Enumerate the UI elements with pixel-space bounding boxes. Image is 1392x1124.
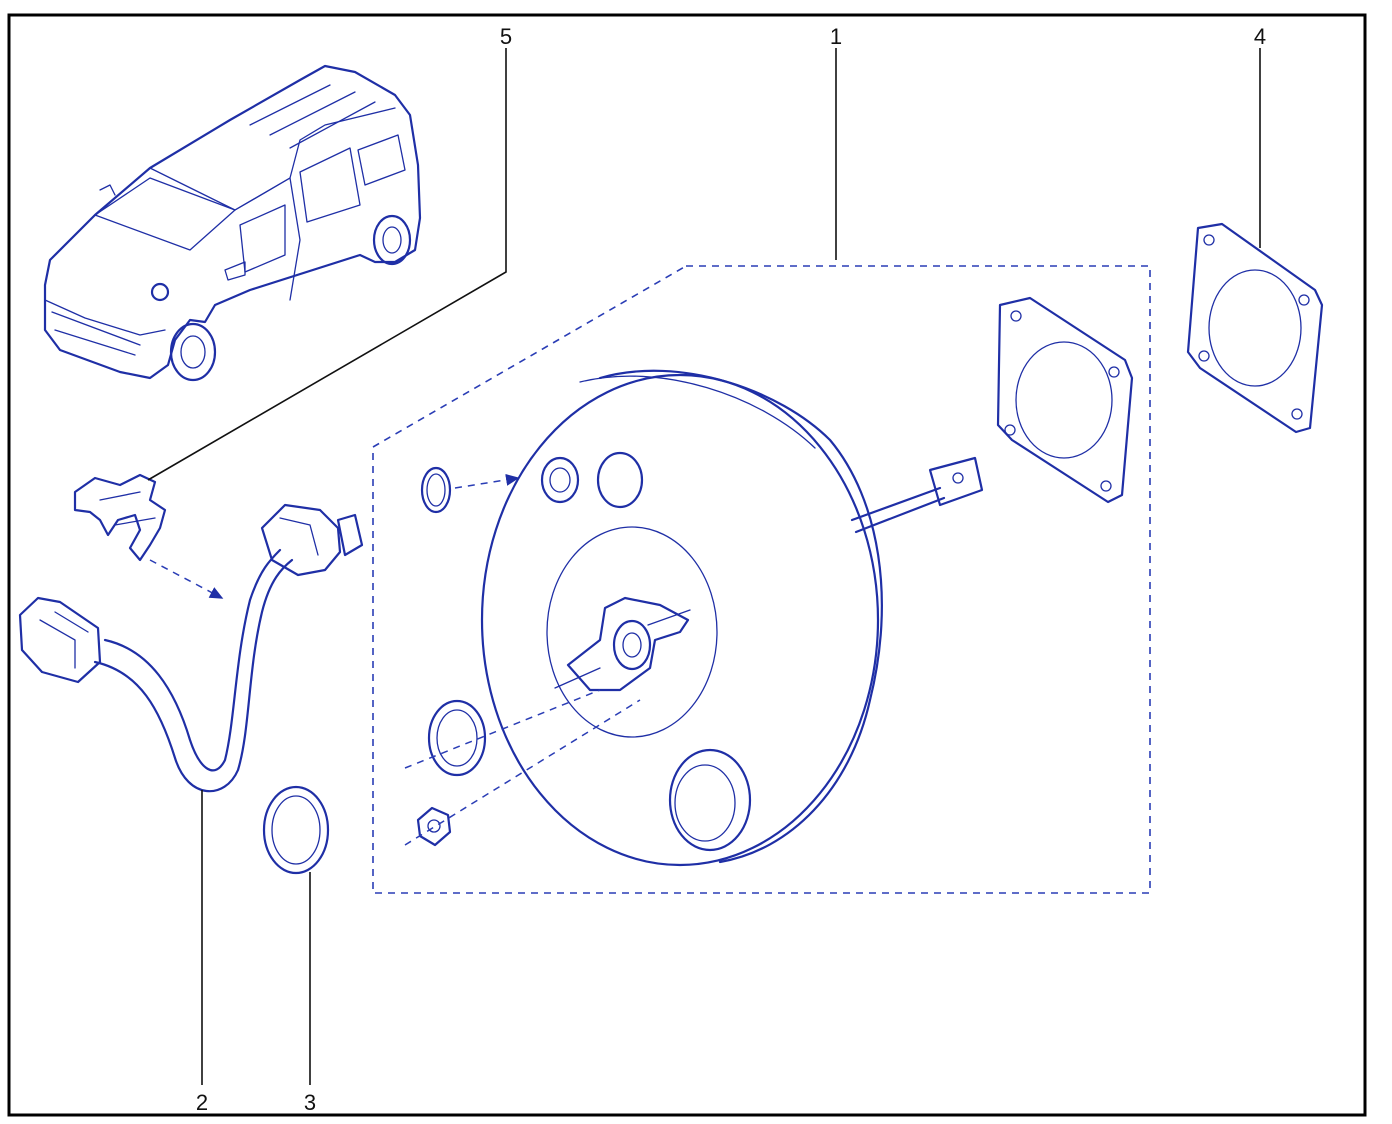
booster-o-ring-and-nut — [404, 689, 641, 847]
grommet-seal — [420, 466, 520, 514]
kit-boundary-box — [372, 265, 1151, 894]
part-4-gasket — [1186, 222, 1324, 434]
booster-gasket — [996, 296, 1134, 504]
part-2-vacuum-hose — [18, 503, 364, 793]
part-3-sealing-ring — [262, 785, 330, 875]
diagram-frame — [7, 13, 1367, 1117]
part-5-hose-clip — [73, 473, 167, 562]
callout-5: 5 — [500, 24, 512, 49]
callout-4: 4 — [1254, 24, 1266, 49]
callout-3: 3 — [304, 1090, 316, 1115]
brake-booster — [480, 369, 984, 867]
leader-line-5 — [147, 48, 507, 481]
vehicle-locator-illustration — [43, 64, 422, 382]
callout-1: 1 — [830, 24, 842, 49]
callout-2: 2 — [196, 1090, 208, 1115]
